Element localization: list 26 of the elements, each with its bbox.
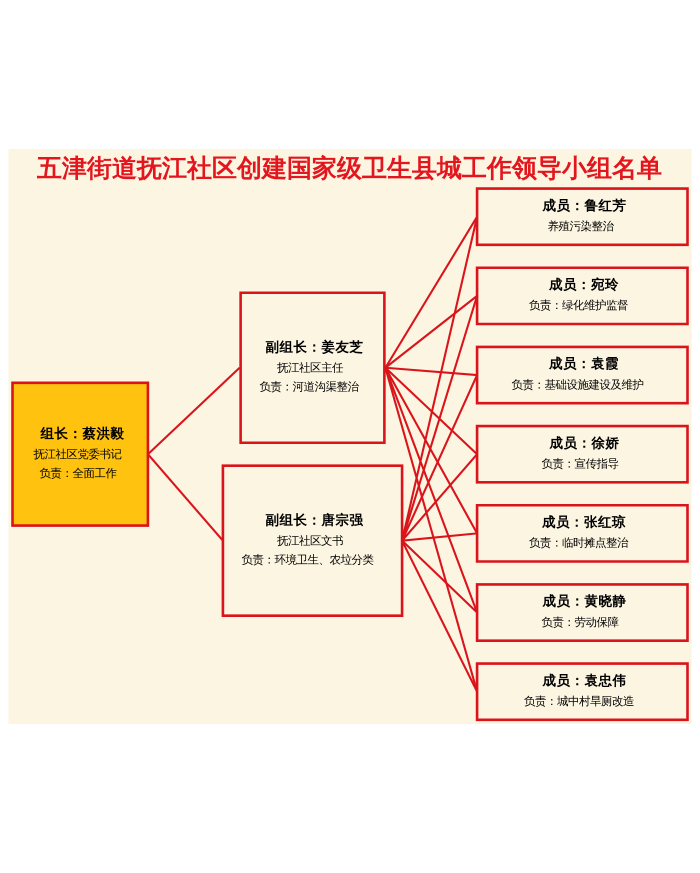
node-box: 成员：黄晓静 负责：劳动保障: [476, 583, 689, 642]
node-box: 成员：张红琼 负责：临时摊点整治: [476, 504, 689, 563]
connector: [384, 295, 478, 369]
connector: [401, 540, 478, 692]
connector: [384, 367, 478, 692]
node-box: 成员：鲁红芳 养殖污染整治: [476, 187, 689, 246]
node-box: 副组长：唐宗强 抚江社区文书 负责：环境卫生、农垃分类: [222, 464, 404, 617]
node-box: 成员：袁霞 负责：基础设施建设及维护: [476, 346, 689, 404]
connector: [401, 296, 478, 541]
connector: [384, 216, 478, 368]
connector: [385, 366, 478, 376]
node-box: 组长：蔡洪毅 抚江社区党委书记 负责：全面工作: [11, 382, 150, 527]
node-box: 成员：袁忠伟 负责：城中村旱厕改造: [476, 662, 689, 722]
diagram-title: 五津街道抚江社区创建国家级卫生县城工作领导小组名单: [36, 153, 662, 182]
connector: [401, 454, 478, 542]
node-box: 成员：徐娇 负责：宣传指导: [476, 424, 689, 484]
connector: [147, 454, 224, 542]
connector: [147, 367, 240, 455]
connector: [384, 367, 478, 455]
connector: [384, 367, 478, 613]
connector: [402, 532, 478, 542]
connector: [384, 367, 478, 534]
node-box: 成员：宛玲 负责：绿化维护监督: [476, 266, 689, 326]
node-box: 副组长：姜友芝 抚江社区主任 负责：河道沟渠整治: [239, 291, 386, 444]
connector: [401, 540, 478, 614]
connector: [401, 374, 478, 542]
